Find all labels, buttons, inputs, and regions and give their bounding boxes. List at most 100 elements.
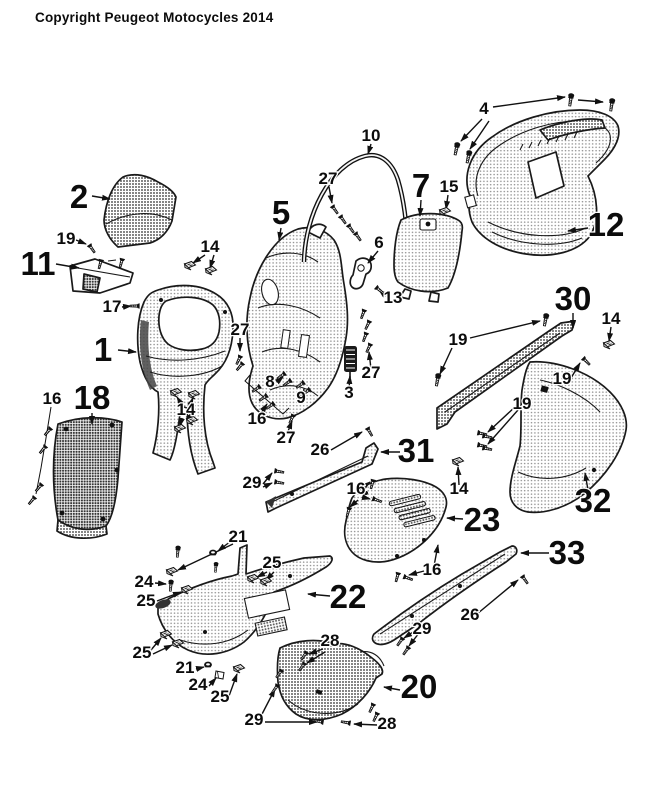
callout-3: 3 bbox=[344, 383, 353, 402]
part-shapes bbox=[52, 109, 628, 721]
callout-6: 6 bbox=[374, 233, 383, 252]
callout-14-d: 14 bbox=[177, 400, 196, 419]
callout-17: 17 bbox=[103, 297, 122, 316]
callout-labels: Copyright Peugeot Motocycles 2014 2 11 1… bbox=[19, 10, 625, 734]
clip-icon bbox=[233, 664, 245, 674]
callout-19-c: 19 bbox=[553, 369, 572, 388]
screw-icon bbox=[116, 257, 126, 269]
callout-29-a: 29 bbox=[243, 473, 262, 492]
callout-13: 13 bbox=[384, 288, 403, 307]
callout-27-d: 27 bbox=[362, 363, 381, 382]
callout-25-c: 25 bbox=[133, 643, 152, 662]
screw-icon bbox=[86, 242, 98, 255]
callout-12: 12 bbox=[588, 206, 625, 243]
grommet-icon bbox=[204, 661, 212, 668]
part-11-shape bbox=[69, 258, 134, 294]
callout-10: 10 bbox=[362, 126, 381, 145]
part-12-shape bbox=[464, 109, 620, 257]
screw-icon bbox=[580, 355, 592, 367]
bolt-icon bbox=[451, 141, 462, 156]
bracket-icon bbox=[214, 670, 225, 680]
callout-25-a: 25 bbox=[137, 591, 156, 610]
callout-20: 20 bbox=[401, 668, 438, 705]
callout-19-d: 19 bbox=[513, 394, 532, 413]
callout-19-b: 19 bbox=[449, 330, 468, 349]
callout-16-d: 16 bbox=[423, 560, 442, 579]
part-6-shape bbox=[349, 257, 373, 290]
screw-icon bbox=[33, 481, 45, 494]
callout-5: 5 bbox=[272, 194, 290, 231]
screw-icon bbox=[129, 302, 141, 310]
callout-16-a: 16 bbox=[43, 389, 62, 408]
callout-7: 7 bbox=[412, 167, 430, 204]
callout-21-a: 21 bbox=[229, 527, 248, 546]
callout-14-b: 14 bbox=[450, 479, 469, 498]
clip-icon bbox=[205, 266, 217, 276]
copyright-text: Copyright Peugeot Motocycles 2014 bbox=[35, 10, 274, 25]
callout-4: 4 bbox=[479, 99, 489, 118]
part-33-shape bbox=[371, 545, 518, 646]
callout-27-c: 27 bbox=[277, 428, 296, 447]
bolt-icon bbox=[167, 578, 175, 592]
callout-27-b: 27 bbox=[319, 169, 338, 188]
screw-icon bbox=[366, 701, 377, 714]
callout-16-b: 16 bbox=[248, 409, 267, 428]
bolt-icon bbox=[607, 97, 616, 112]
screw-icon bbox=[26, 494, 38, 507]
screw-icon bbox=[337, 213, 349, 226]
grommet-icon bbox=[209, 549, 217, 556]
screw-icon bbox=[519, 573, 531, 586]
callout-16-c: 16 bbox=[347, 479, 366, 498]
clip-icon bbox=[452, 457, 464, 467]
bolt-icon bbox=[174, 544, 182, 558]
part-31-shape bbox=[265, 442, 379, 513]
callout-22: 22 bbox=[330, 578, 367, 615]
callout-18: 18 bbox=[74, 379, 111, 416]
callout-24-a: 24 bbox=[135, 572, 154, 591]
callout-9: 9 bbox=[296, 388, 305, 407]
callout-8: 8 bbox=[265, 372, 274, 391]
part-2-shape bbox=[103, 173, 177, 248]
part-10-shape bbox=[301, 152, 411, 263]
leader-lines bbox=[35, 95, 614, 728]
callout-14-a: 14 bbox=[201, 237, 220, 256]
screw-icon bbox=[363, 341, 374, 354]
callout-24-b: 24 bbox=[189, 675, 208, 694]
part-30-shape bbox=[436, 320, 576, 430]
callout-29-c: 29 bbox=[245, 710, 264, 729]
part-20-shape bbox=[276, 639, 385, 721]
screw-icon bbox=[364, 425, 375, 438]
callout-11: 11 bbox=[21, 245, 56, 282]
callout-19-a: 19 bbox=[57, 229, 76, 248]
callout-29-b: 29 bbox=[413, 619, 432, 638]
clip-icon bbox=[603, 340, 615, 350]
bolt-icon bbox=[566, 92, 575, 107]
part-5-shape bbox=[246, 223, 349, 420]
part-32-shape bbox=[509, 360, 628, 514]
callout-27-a: 27 bbox=[231, 320, 250, 339]
screw-icon bbox=[329, 203, 341, 216]
screw-icon bbox=[352, 230, 364, 243]
bolt-icon bbox=[541, 312, 551, 327]
part-3-shape bbox=[344, 346, 357, 378]
screw-icon bbox=[362, 318, 373, 331]
callout-25-d: 25 bbox=[211, 687, 230, 706]
screw-icon bbox=[392, 571, 402, 583]
screw-icon bbox=[273, 467, 285, 476]
screw-icon bbox=[273, 478, 285, 487]
screw-icon bbox=[402, 573, 414, 583]
bolt-icon bbox=[212, 561, 220, 573]
callout-26-b: 26 bbox=[461, 605, 480, 624]
callout-25-b: 25 bbox=[263, 553, 282, 572]
part-18-shape bbox=[52, 416, 123, 539]
part-22-shape bbox=[155, 544, 333, 655]
callout-33: 33 bbox=[549, 534, 586, 571]
callout-32: 32 bbox=[575, 482, 612, 519]
clip-icon bbox=[166, 567, 178, 577]
callout-31: 31 bbox=[398, 432, 435, 469]
screw-icon bbox=[340, 718, 352, 727]
callout-1: 1 bbox=[94, 331, 112, 368]
callout-14-c: 14 bbox=[602, 309, 621, 328]
